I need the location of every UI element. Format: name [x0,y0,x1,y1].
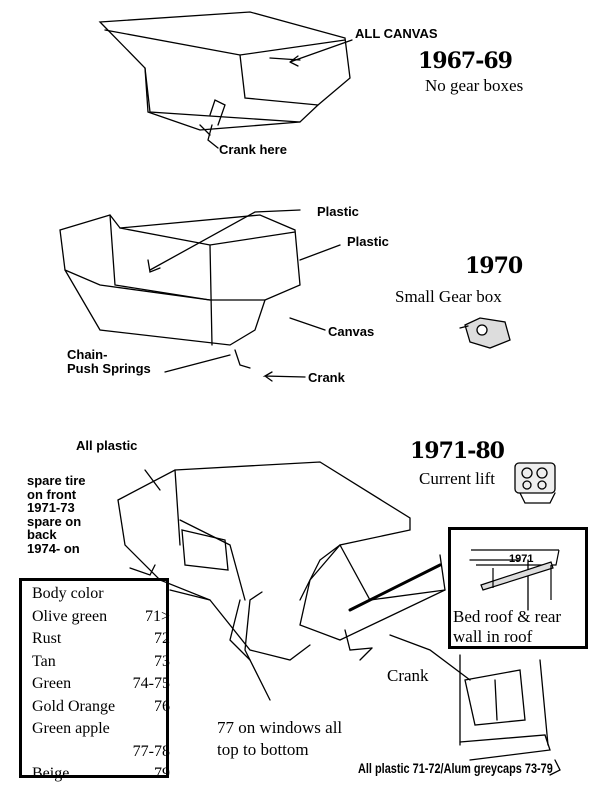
legend-title: Body color [32,585,104,602]
camper-1967-sketch [98,11,353,149]
color-years: 72 [154,630,170,647]
inset-year: 1971 [509,553,534,565]
spare-tire-line: back [27,527,57,542]
body-color-legend: Body color Olive green 71> Rust 72 Tan 73 G… [19,578,170,782]
camper-1970-sketch [59,209,341,382]
label-plastic-roof: Plastic [317,204,359,219]
color-years: 79 [154,765,170,782]
legend-row: Tan 73 [32,651,170,674]
legend-row: Green apple [32,718,170,741]
color-years: 73 [154,652,170,670]
note-current-lift: Current lift [419,469,496,488]
spare-tire-line: 1974- on [27,540,80,556]
color-years: 77-78 [132,742,170,760]
color-name: Green [32,675,72,692]
legend-row: 77-78 [32,741,170,764]
spare-tire-note: spare tire on front 1971-73 spare on bac… [27,474,86,555]
color-name: Gold Orange [32,697,116,715]
legend-row: Beige 79 [32,763,170,786]
label-crank-here: Crank here [219,142,287,157]
spare-tire-line: spare on [27,513,82,529]
windows-note-line-2: top to bottom [217,740,309,759]
year-1971-80: 1971-80 [410,438,505,464]
legend-row: Olive green 71> [32,606,170,629]
label-crank-1971: Crank [387,666,429,685]
windows-note-line-1: 77 on windows all [217,718,343,737]
year-1970: 1970 [465,253,523,279]
inset-caption-line-2: wall in roof [453,627,533,646]
label-crank-1970: Crank [308,370,345,385]
inset-sketch [471,549,560,600]
legend-row: Gold Orange 76 [32,696,170,719]
color-years: 71> [144,607,170,625]
label-plastic-end: Plastic [347,234,389,249]
color-years: 76 [154,697,170,715]
label-canvas: Canvas [328,324,375,339]
year-1967-69: 1967-69 [418,48,513,74]
camper-1971-sketch [117,461,561,776]
color-name: Beige [32,765,70,782]
color-name: Tan [32,652,56,670]
color-name: Rust [32,630,62,647]
color-years: 74-75 [132,675,170,692]
color-name: Green apple [32,720,110,737]
color-name: Olive green [32,607,108,625]
current-lift-icon [514,462,556,504]
caps-note: All plastic 71-72/Alum greycaps 73-79 [358,760,553,776]
spare-tire-line: spare tire [27,473,86,488]
spare-tire-line: 1971-73 [27,500,75,515]
label-chain: Chain- [67,347,108,362]
gear-box-icon [459,317,511,349]
inset-caption-line-1: Bed roof & rear [453,607,562,626]
note-small-gear-box: Small Gear box [395,287,502,306]
label-all-plastic: All plastic [76,438,138,453]
note-no-gear-boxes: No gear boxes [425,76,524,95]
spare-tire-line: on front [27,486,77,502]
inset-bed-roof: 1971 Bed roof & rear wall in roof [448,527,588,649]
legend-row: Rust 72 [32,628,170,651]
label-all-canvas: ALL CANVAS [355,26,438,41]
legend-row: Green 74-75 [32,673,170,696]
label-push-springs: Push Springs [67,361,151,376]
